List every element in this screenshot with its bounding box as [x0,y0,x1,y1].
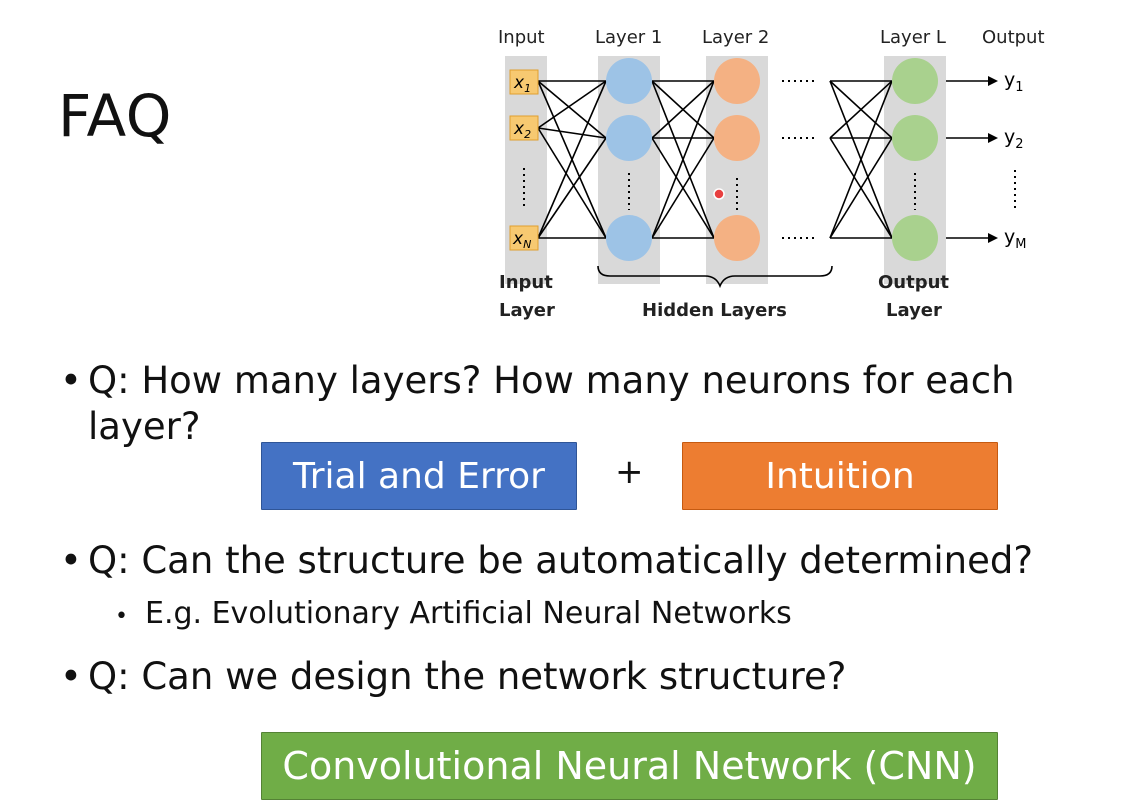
col-label-input: Input [498,27,545,48]
input-node-2 [509,115,539,141]
question-2-sub-text: E.g. Evolutionary Artificial Neural Netw… [145,596,792,631]
layerL-node-2 [892,115,938,161]
col-label-output: Output [982,27,1045,48]
plus-sign: + [615,452,644,492]
bottom-label-output-2: Layer [886,300,942,321]
input-node-1 [509,69,539,95]
col-label-layer1: Layer 1 [595,27,662,48]
question-2-text: Q: Can the structure be automatically de… [88,539,1033,582]
layer1-node-3 [606,215,652,261]
input-label-n: xN [512,229,531,251]
question-1-line1: Q: How many layers? How many neurons for… [88,359,1015,402]
pointer-dot [713,188,725,200]
layer1-node-1 [606,58,652,104]
neural-network-diagram: x1 x2 xN y1 [498,27,1045,321]
input-node-n [509,225,539,251]
input-label-2: x2 [513,119,531,141]
output-arrows [946,80,990,239]
question-3-text: Q: Can we design the network structure? [88,655,847,698]
layer2-node-2 [714,115,760,161]
bullet-icon: • [60,655,82,698]
question-2-subbullet: • E.g. Evolutionary Artificial Neural Net… [115,596,792,631]
question-1: •Q: How many layers? How many neurons fo… [60,358,1040,450]
connections-layer-layerL [829,80,893,239]
input-label-1: x1 [513,73,531,95]
output-label-1: y1 [1004,69,1024,95]
layer2-node-1 [714,58,760,104]
col-label-layerL: Layer L [880,27,946,48]
layer2-node-3 [714,215,760,261]
bullet-icon: • [115,604,128,629]
bottom-label-hidden: Hidden Layers [642,300,787,321]
connections-layer1-layer2 [651,80,715,239]
col-label-layer2: Layer 2 [702,27,769,48]
bottom-label-input-2: Layer [499,300,555,321]
question-3: •Q: Can we design the network structure? [60,654,846,700]
trial-and-error-box: Trial and Error [261,442,577,510]
output-arrowheads [988,76,998,243]
connections-input-layer1 [537,80,607,239]
cnn-box: Convolutional Neural Network (CNN) [261,732,998,800]
hidden-layers-brace [597,265,833,289]
bullet-icon: • [60,539,82,582]
output-label-2: y2 [1004,126,1024,152]
output-label-m: yM [1004,226,1026,252]
bullet-icon: • [60,359,82,402]
intuition-box: Intuition [682,442,998,510]
layerL-node-1 [892,58,938,104]
bottom-label-output-1: Output [878,272,949,293]
question-2: •Q: Can the structure be automatically d… [60,538,1033,584]
slide-title: FAQ [58,82,172,150]
layerL-node-3 [892,215,938,261]
bottom-label-input-1: Input [499,272,553,293]
question-1-line2: layer? [88,405,201,448]
layer1-node-2 [606,115,652,161]
